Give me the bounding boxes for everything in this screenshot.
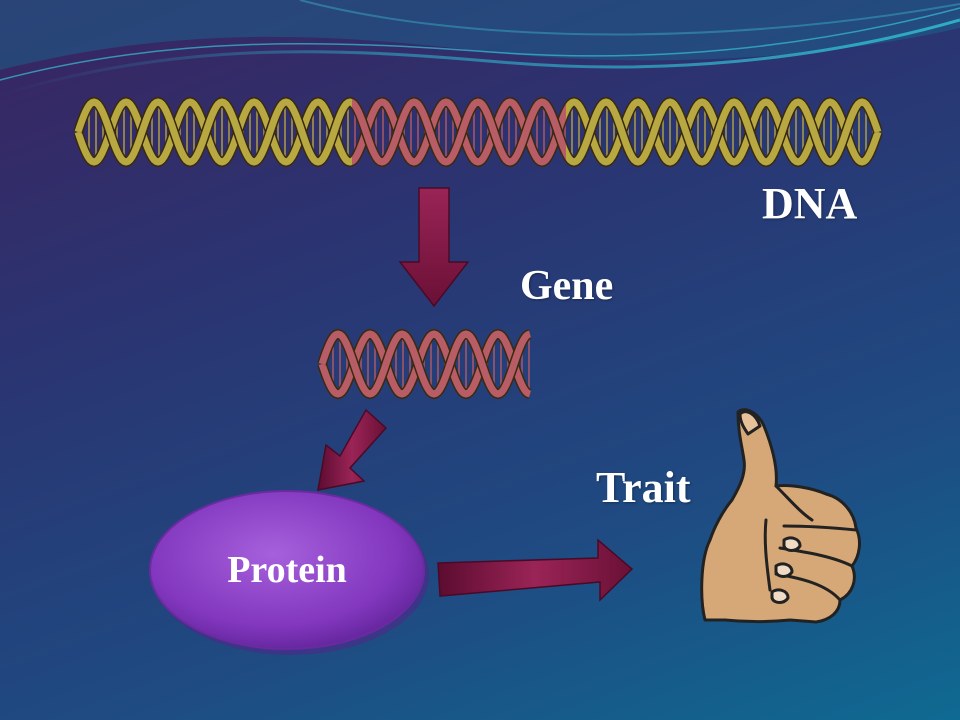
gene-helix-icon — [317, 328, 532, 400]
protein-label: Protein — [227, 549, 347, 591]
dna-helix-icon — [73, 96, 883, 168]
arrow-dna-to-gene — [398, 187, 470, 308]
dna-label: DNA — [762, 179, 858, 228]
arrow-gene-to-protein — [317, 408, 388, 491]
trait-label: Trait — [596, 463, 691, 512]
arrow-protein-to-trait — [437, 538, 634, 602]
gene-label: Gene — [520, 263, 614, 309]
thumbs-up-icon — [700, 408, 861, 624]
protein-node — [149, 490, 429, 655]
header-wave — [0, 0, 960, 97]
